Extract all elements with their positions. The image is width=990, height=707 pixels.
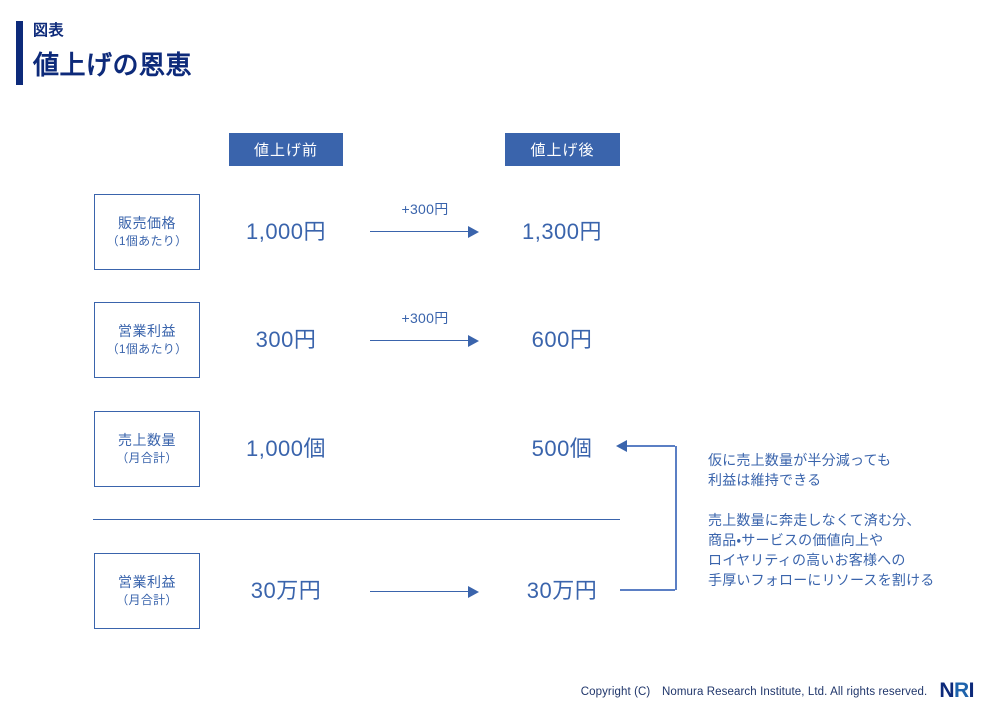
arrow-shaft <box>370 591 470 593</box>
row-label-sub: （1個あたり） <box>106 342 188 356</box>
section-divider <box>93 519 620 521</box>
row-label-main: 売上数量 <box>118 432 176 448</box>
row-label-box: 売上数量 （月合計） <box>94 411 200 487</box>
row-arrow <box>370 586 480 598</box>
row-value-after: 600円 <box>531 327 593 352</box>
arrow-shaft <box>370 340 470 342</box>
row-label-box: 営業利益 （月合計） <box>94 553 200 629</box>
nri-logo-r: R <box>953 679 969 702</box>
elbow-segment-vertical <box>675 446 677 590</box>
arrow-head-icon <box>468 586 479 598</box>
elbow-segment-top <box>626 445 675 447</box>
row-label-main: 販売価格 <box>118 215 176 231</box>
annotation-text: 仮に売上数量が半分減っても 利益は維持できる <box>708 452 892 488</box>
elbow-arrow-head-icon <box>616 440 627 452</box>
row-value-before: 30万円 <box>250 578 322 603</box>
row-label-box: 販売価格 （1個あたり） <box>94 194 200 270</box>
row-label-sub: （1個あたり） <box>106 234 188 248</box>
title-kicker: 図表 <box>33 22 65 39</box>
row-value-after: 30万円 <box>526 578 598 603</box>
row-label-main: 営業利益 <box>118 574 176 590</box>
row-value-after: 500個 <box>531 436 593 461</box>
nri-logo-n: N <box>939 679 954 702</box>
row-label-main: 営業利益 <box>118 323 176 339</box>
nri-logo: NRI <box>939 680 974 702</box>
elbow-segment-bottom <box>620 589 675 591</box>
title-accent-bar <box>16 21 23 85</box>
annotation-block: 仮に売上数量が半分減っても 利益は維持できる 売上数量に奔走しなくて済む分、 商… <box>708 450 978 590</box>
nri-logo-i: I <box>968 679 975 702</box>
arrow-head-icon <box>468 226 479 238</box>
row-arrow <box>370 335 480 347</box>
column-header-after: 値上げ後 <box>505 133 620 166</box>
page-title: 値上げの恩恵 <box>33 50 193 80</box>
copyright-text: Copyright (C) Nomura Research Institute,… <box>580 686 928 698</box>
elbow-connector-arrow <box>616 438 678 596</box>
row-value-after: 1,300円 <box>521 219 603 244</box>
row-arrow-label: +300円 <box>401 201 449 217</box>
arrow-shaft <box>370 231 470 233</box>
row-arrow <box>370 226 480 238</box>
row-label-sub: （月合計） <box>116 593 178 607</box>
arrow-head-icon <box>468 335 479 347</box>
row-value-before: 1,000個 <box>245 436 327 461</box>
row-value-before: 1,000円 <box>245 219 327 244</box>
footer: Copyright (C) Nomura Research Institute,… <box>0 679 990 703</box>
column-header-before: 値上げ前 <box>229 133 343 166</box>
row-label-box: 営業利益 （1個あたり） <box>94 302 200 378</box>
row-arrow-label: +300円 <box>401 310 449 326</box>
title-block: 図表 値上げの恩恵 <box>16 21 536 87</box>
row-value-before: 300円 <box>255 327 317 352</box>
row-label-sub: （月合計） <box>116 451 178 465</box>
annotation-text: 売上数量に奔走しなくて済む分、 商品・サービスの価値向上や ロイヤリティの高いお… <box>708 512 935 588</box>
